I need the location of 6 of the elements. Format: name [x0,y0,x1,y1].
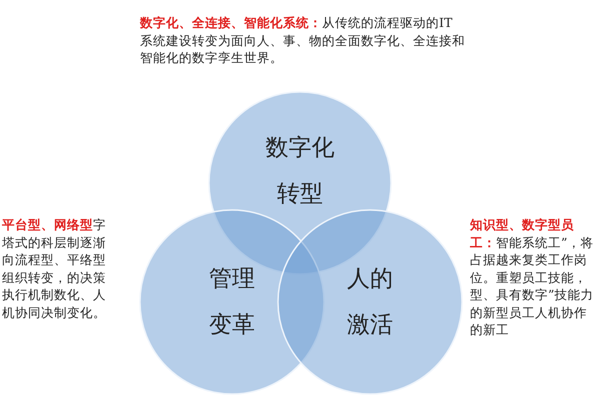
circle-label: 数字化转型 [264,134,336,209]
description-text: 数字化、全连接、智能化系统：从传统的流程驱动的IT系统建设转变为面向人、事、物的全面数字化、全连接和智能化的数字孪生世界。 [140,14,465,66]
circle-label: 人的激活 [346,265,394,340]
description-text: 知识型、数字型员工：智能系统工”，将占据越来复类工作岗位。重塑员工技能，型、具有数字”技能力的新型员工人机协作的新工 [470,216,594,338]
description-text: 平台型、网络型字塔式的科层制逐渐向流程型、平络型组织转变，的决策执行机制数化、人机协同决制变化。 [2,216,107,321]
circle-label: 管理变革 [208,265,256,340]
